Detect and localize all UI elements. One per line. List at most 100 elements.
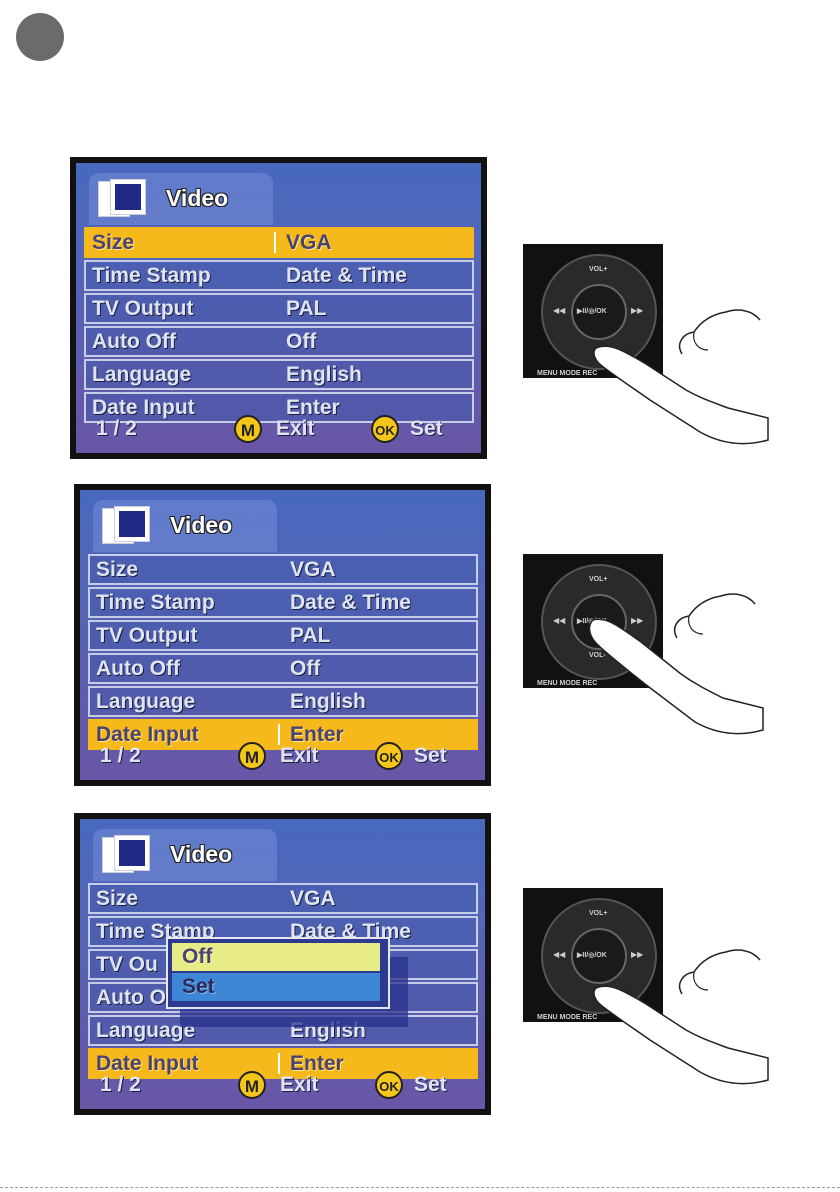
row-label: Size	[96, 887, 139, 910]
menu-row-date-input[interactable]: Date Input Enter	[84, 392, 474, 423]
row-value: Enter	[290, 1052, 344, 1075]
set-label: Set	[414, 744, 447, 767]
menu-row-date-input[interactable]: Date Input Enter	[88, 1048, 478, 1079]
row-label: Time Stamp	[96, 591, 215, 614]
video-settings-screen-1: Video Size VGA Time Stamp Date & Time TV O…	[70, 157, 487, 459]
screen-footer: 1 / 2 M Exit OK Set	[88, 1069, 477, 1099]
row-label: Size	[96, 558, 139, 581]
set-label: Set	[410, 417, 443, 440]
m-button-icon: M	[238, 1071, 266, 1099]
row-label: Auto O	[96, 986, 166, 1009]
exit-label: Exit	[280, 1073, 319, 1096]
video-icon	[102, 506, 150, 546]
screen-footer: 1 / 2 M Exit OK Set	[88, 740, 477, 770]
row-label: Date Input	[96, 723, 199, 746]
video-settings-screen-2: Video Size VGA Time Stamp Date & Time TV O…	[74, 484, 491, 786]
pointing-hand-icon	[593, 949, 769, 1085]
row-label: Language	[96, 1019, 196, 1042]
row-value: VGA	[290, 558, 336, 581]
exit-label: Exit	[280, 744, 319, 767]
prev-icon: ◀◀	[553, 306, 566, 315]
row-value: English	[286, 363, 362, 386]
menu-row-size[interactable]: Size VGA	[88, 883, 478, 914]
screen-title: Video	[170, 512, 233, 538]
vol-up-label: VOL+	[589, 576, 608, 583]
next-icon: ▶▶	[631, 616, 644, 625]
remote-control-image-1: VOL+ ▶II/◎/OK ◀◀ ▶▶ MENU MODE REC	[523, 244, 663, 378]
next-icon: ▶▶	[631, 950, 644, 959]
menu-row-size[interactable]: Size VGA	[88, 554, 478, 585]
menu-row-time-stamp[interactable]: Time Stamp Date & Time	[84, 260, 474, 291]
vol-down-label: VOL-	[589, 652, 606, 659]
bottom-buttons-label: MENU MODE REC	[537, 370, 598, 377]
row-value: Off	[290, 657, 321, 680]
pointing-hand-icon	[588, 593, 764, 735]
center-button-label: ▶II/◎/OK	[577, 952, 607, 959]
row-label: Language	[96, 690, 196, 713]
popup-option-off[interactable]: Off	[172, 943, 380, 971]
row-value: VGA	[290, 887, 336, 910]
row-label: Date Input	[92, 396, 195, 419]
page-indicator: 1 / 2	[100, 1073, 141, 1096]
menu-row-tv-output[interactable]: TV Output PAL	[88, 620, 478, 651]
exit-label: Exit	[276, 417, 315, 440]
menu-row-language[interactable]: Language English	[84, 359, 474, 390]
row-label: Language	[92, 363, 192, 386]
row-value: English	[290, 690, 366, 713]
page-indicator: 1 / 2	[96, 417, 137, 440]
row-label: TV Output	[96, 624, 198, 647]
page-indicator: 1 / 2	[100, 744, 141, 767]
row-value: VGA	[286, 231, 332, 254]
video-icon	[98, 179, 146, 219]
ok-center-button	[571, 284, 627, 340]
popup-option-set[interactable]: Set	[172, 973, 380, 1001]
ok-button-icon: OK	[375, 1071, 403, 1099]
set-label: Set	[414, 1073, 447, 1096]
page-bottom-rule	[0, 1187, 840, 1188]
screen-title: Video	[166, 185, 229, 211]
prev-icon: ◀◀	[553, 616, 566, 625]
ok-button-icon: OK	[371, 415, 399, 443]
menu-row-size[interactable]: Size VGA	[84, 227, 474, 258]
screen-footer: 1 / 2 M Exit OK Set	[84, 413, 473, 443]
menu-row-auto-off[interactable]: Auto Off Off	[88, 653, 478, 684]
pointing-hand-icon	[593, 309, 769, 445]
vol-up-label: VOL+	[589, 910, 608, 917]
prev-icon: ◀◀	[553, 950, 566, 959]
date-input-popup: Off Set	[166, 937, 390, 1009]
row-label: TV Output	[92, 297, 194, 320]
row-label: Time Stamp	[92, 264, 211, 287]
video-icon	[102, 835, 150, 875]
settings-menu: Size VGA Time Stamp Date & Time TV Output P…	[88, 554, 478, 752]
row-label: Auto Off	[92, 330, 176, 353]
step-number-badge	[16, 13, 64, 61]
row-label: Date Input	[96, 1052, 199, 1075]
row-label: Size	[92, 231, 135, 254]
menu-row-auto-off[interactable]: Auto Off Off	[84, 326, 474, 357]
row-value: Date & Time	[290, 591, 411, 614]
row-value: PAL	[290, 624, 331, 647]
screen-title: Video	[170, 841, 233, 867]
vol-up-label: VOL+	[589, 266, 608, 273]
row-value: Date & Time	[286, 264, 407, 287]
row-value: Off	[286, 330, 317, 353]
menu-row-language[interactable]: Language English	[88, 686, 478, 717]
row-value: Enter	[286, 396, 340, 419]
m-button-icon: M	[234, 415, 262, 443]
ok-center-button	[571, 928, 627, 984]
center-button-label: ▶II/◎/OK	[577, 308, 607, 315]
menu-row-date-input[interactable]: Date Input Enter	[88, 719, 478, 750]
row-value: Enter	[290, 723, 344, 746]
m-button-icon: M	[238, 742, 266, 770]
ok-button-icon: OK	[375, 742, 403, 770]
next-icon: ▶▶	[631, 306, 644, 315]
row-label: TV Ou	[96, 953, 158, 976]
menu-row-time-stamp[interactable]: Time Stamp Date & Time	[88, 587, 478, 618]
row-label: Auto Off	[96, 657, 180, 680]
bottom-buttons-label: MENU MODE REC	[537, 680, 598, 687]
